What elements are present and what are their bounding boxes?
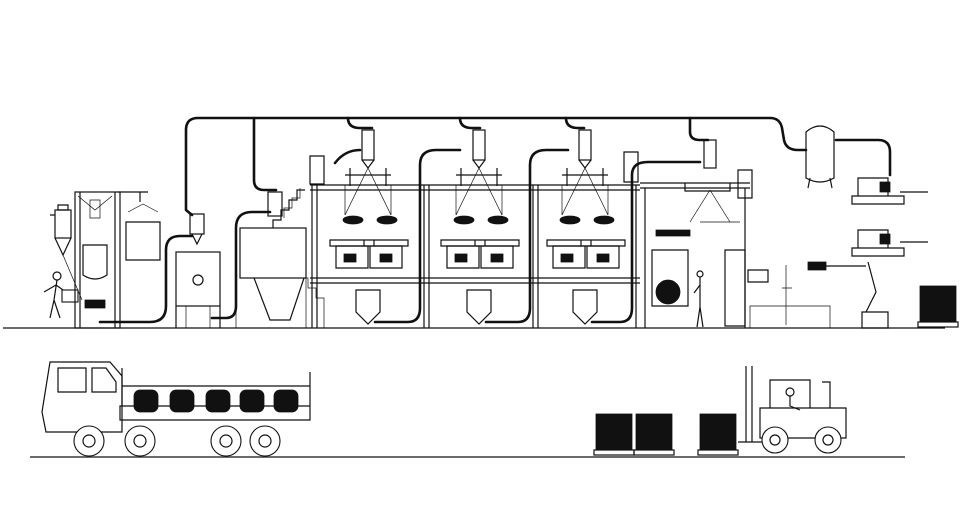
big-bag-filling-station: [640, 139, 831, 329]
stair-platform-hopper: [235, 188, 325, 328]
conveying-pipe-network: [98, 116, 892, 324]
vent-hood: [309, 151, 753, 199]
truck-wheel: [73, 425, 105, 457]
forklift: [738, 366, 847, 454]
operator-bag-dump-station: [43, 204, 83, 319]
processing-module-3: [546, 129, 626, 325]
palletizing-robots: [782, 177, 928, 329]
big-bags-on-truck: [133, 389, 299, 413]
truck-with-big-bags: [41, 361, 311, 457]
big-bag-discharge-frame: [74, 191, 161, 329]
pallet-rows: [593, 413, 739, 456]
vacuum-receiver-mixer: [175, 213, 221, 328]
processing-module-2: [440, 129, 520, 325]
processing-module-1: [329, 129, 409, 325]
pallet-stack-upper: [917, 285, 959, 328]
air-receiver-tank: [805, 125, 835, 189]
processing-frame: [310, 184, 640, 328]
